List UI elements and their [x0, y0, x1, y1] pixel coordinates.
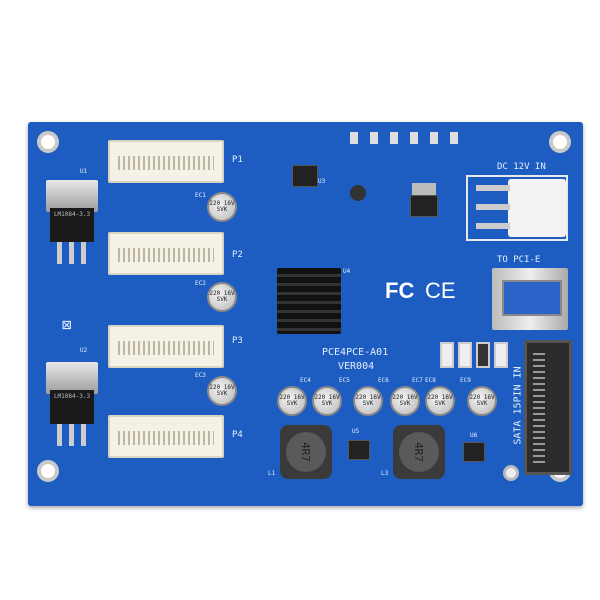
ref-label: EC9 [460, 377, 471, 384]
ce-logo: CE [425, 278, 456, 303]
ref-label: U5 [352, 428, 360, 435]
capacitor: 220 16V SVK [390, 386, 420, 416]
ic-chip [410, 195, 438, 217]
capacitor: 220 16V SVK [207, 192, 237, 222]
capacitor: 220 16V SVK [312, 386, 342, 416]
slot-label: P4 [232, 430, 243, 440]
capacitor: 220 16V SVK [277, 386, 307, 416]
mounting-hole [37, 460, 59, 482]
capacitor: 220 16V SVK [425, 386, 455, 416]
led-row [350, 132, 470, 144]
slot-label: P1 [232, 155, 243, 165]
component [350, 185, 366, 201]
capacitor: 220 16V SVK [353, 386, 383, 416]
ref-label: EC8 [425, 377, 436, 384]
ic-chip [292, 165, 318, 187]
ref-label: L3 [381, 470, 389, 477]
mounting-hole [503, 465, 519, 481]
dc-12v-connector [466, 175, 568, 241]
resistor [440, 342, 454, 368]
pcie-slot [108, 232, 224, 275]
ref-label: EC5 [339, 377, 350, 384]
ic-chip [463, 442, 485, 462]
voltage-regulator: LM1084-3.3 [46, 362, 98, 450]
usb-label: TO PCI-E [497, 255, 541, 265]
voltage-regulator: LM1084-3.3 [46, 180, 98, 268]
ref-label: U1 [80, 168, 88, 175]
sata-power-connector [524, 340, 572, 475]
capacitor: 220 16V SVK [207, 282, 237, 312]
ref-label: U4 [343, 268, 351, 275]
ref-label: U3 [318, 178, 326, 185]
ref-label: L1 [268, 470, 276, 477]
resistor [458, 342, 472, 368]
pcie-slot [108, 140, 224, 183]
diode [476, 342, 490, 368]
inductor: 4R7 [393, 425, 445, 479]
ref-label: U2 [80, 347, 88, 354]
model-label: PCE4PCE-A01 [322, 347, 389, 358]
sata-label: SATA 15PIN IN [512, 366, 524, 445]
ref-label: U6 [470, 432, 478, 439]
capacitor: 220 16V SVK [467, 386, 497, 416]
heatsink [277, 268, 341, 334]
inductor: 4R7 [280, 425, 332, 479]
fcc-logo: FC [385, 278, 415, 303]
ic-tab [412, 183, 436, 195]
slot-label: P3 [232, 336, 243, 346]
pcie-slot [108, 415, 224, 458]
version-label: VER004 [338, 361, 375, 372]
ref-label: EC6 [378, 377, 389, 384]
ic-chip [348, 440, 370, 460]
ref-label: EC1 [195, 192, 206, 199]
ref-label: EC4 [300, 377, 311, 384]
ref-label: EC7 [412, 377, 423, 384]
slot-label: P2 [232, 250, 243, 260]
ref-label: EC3 [195, 372, 206, 379]
weee-bin-icon: ⊠ [62, 315, 72, 334]
mounting-hole [549, 131, 571, 153]
pcie-slot [108, 325, 224, 368]
resistor [494, 342, 508, 368]
usb-3-port [492, 268, 568, 330]
ref-label: EC2 [195, 280, 206, 287]
dc-input-label: DC 12V IN [497, 162, 546, 172]
capacitor: 220 16V SVK [207, 376, 237, 406]
mounting-hole [37, 131, 59, 153]
